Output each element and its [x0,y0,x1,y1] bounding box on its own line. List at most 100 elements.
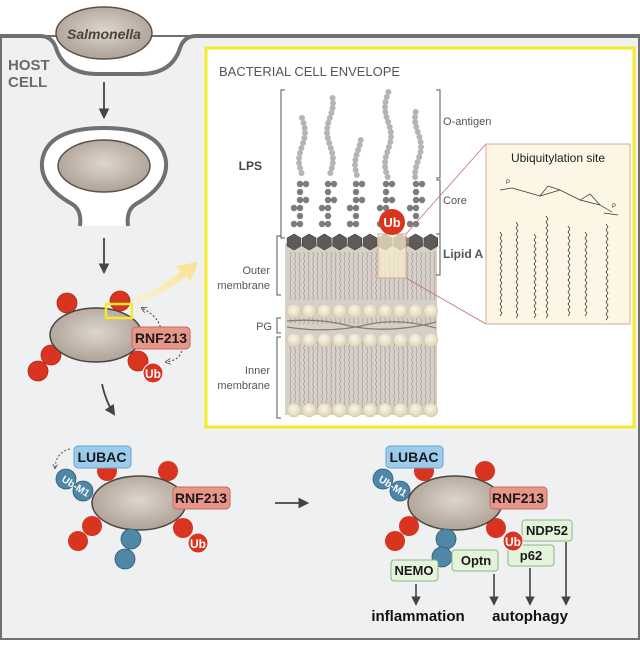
lipid-a-label: Lipid A [443,247,484,261]
lipid-tail [303,251,305,301]
lipid-tail [429,341,431,409]
o-antigen-sugar [301,135,308,141]
phospholipid-head [423,402,439,418]
nemo-box [390,559,439,582]
ub-m1-bead [372,468,394,490]
lipid-tail [415,341,418,409]
lps-core-sugar [388,196,396,204]
lipid-tail [298,341,301,409]
o-antigen-sugar [325,120,332,126]
lipid-tail [330,317,332,325]
ub-chain-red [40,344,62,366]
o-antigen-sugar [298,145,305,151]
glucosamine-backbone [511,187,613,213]
lipid-tail [393,317,395,325]
o-antigen-sugar [356,142,363,148]
ub-on-lipid-a [379,209,405,235]
core-label: Core [443,195,467,207]
salmonella-label: Salmonella [67,26,141,42]
lps-core-sugar [296,220,304,228]
lipid-tail [352,317,355,325]
sugar-ring [539,185,601,206]
o-antigen-sugar [385,119,392,125]
host-plasma-membrane [0,34,640,76]
o-antigen-sugar [386,124,393,130]
lubac-box [385,445,444,469]
phospholipid-head [317,332,332,348]
lps-core-sugar [388,180,396,188]
inset-title: Ubiquitylation site [511,151,605,165]
lipid-tail [424,341,427,409]
o-antigen-sugar [387,139,394,145]
lipid-tail [289,251,292,301]
ub-chain-red [109,290,131,312]
lps-core-sugar [352,220,360,228]
lipid-tail [393,341,395,409]
lipid-tail [303,341,305,409]
lipid-tail [294,341,296,409]
o-antigen-sugar [352,157,359,163]
ub-label: Ub [505,535,521,549]
lps-core-sugar [318,204,326,212]
ub-label: Ub [145,367,161,381]
o-antigen-sugar [417,149,424,155]
lipid-tail [357,251,359,301]
phospholipid-heads [286,303,439,418]
lipid-tail [366,341,368,409]
lps-core-sugar [358,196,366,204]
o-antigen-sugar [329,95,336,101]
o-antigen-sugar [414,129,421,135]
o-antigen-sugar [296,155,303,161]
lipid-tail [397,341,400,409]
o-antigen-sugar [328,110,335,116]
o-antigen-sugar [329,150,336,156]
host-label-line1: HOST [8,57,50,74]
ub-chain-red [385,531,405,551]
o-antigen-sugar [302,130,308,136]
lps-core-sugar [346,204,354,212]
o-antigen-sugar [297,150,303,156]
step5-effector-recruitment: Ub-M1 LUBAC RNF213 NDP52 p62 Ub Optn NEM… [371,445,573,625]
bacterial-cell-envelope-panel: BACTERIAL CELL ENVELOPE Ub LPS Outer mem… [204,46,636,429]
lps-core-sugar [406,220,414,228]
phospholipid-head [408,303,423,319]
o-antigen-sugar [416,134,423,140]
ub-chain-red [158,461,178,481]
lps-core-sugar [302,196,310,204]
lipid-tail [370,341,373,409]
step4-lubac-complex: Ub-M1 LUBAC RNF213 Ub [55,445,231,570]
phospholipid-head [423,332,439,348]
cytosolic-bacterium [49,307,143,363]
phospholipid-head [408,402,423,418]
lipid-tail [312,251,314,301]
lps-core-sugar [352,212,360,220]
salmonella-bacterium [55,6,153,60]
lipid-tail [433,317,436,325]
lipid-tail [316,341,319,409]
pg-label: PG [256,321,272,333]
lipid-a-hexagons [286,233,439,251]
ub-chain-red [68,531,88,551]
phospholipid-head [362,303,378,319]
rnf213-label: RNF213 [492,490,544,506]
inner-membrane-label-line2: membrane [217,380,270,392]
o-antigen-sugar [328,165,335,171]
phospholipid-head [317,303,332,319]
fatty-acyl-chain [499,231,503,317]
lipid-tail [330,341,332,409]
lipid-tail [343,251,346,301]
ubiquitylation-site-inset [485,143,631,325]
phosphate-bond [499,187,619,216]
o-antigen-sugar [357,137,364,143]
lipid-a-hexagon [301,233,317,251]
o-antigen-sugar [324,130,330,136]
phospholipid-head [408,332,423,348]
o-antigen-sugar [353,172,360,178]
lubac-box [73,445,132,469]
salmonella-extracellular: Salmonella [55,6,153,60]
lipid-tail [348,317,350,325]
lps-core-sugar [324,212,332,220]
o-antigen-sugar [382,104,388,110]
lipid-tail [307,341,310,409]
